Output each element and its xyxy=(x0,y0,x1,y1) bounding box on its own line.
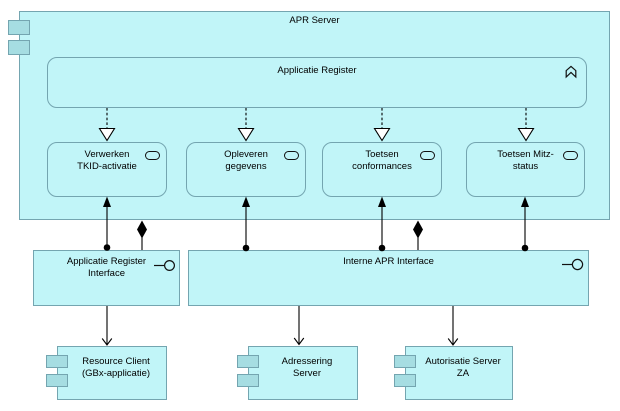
component-icon xyxy=(46,355,68,368)
node-applicatie-register-interface[interactable]: Applicatie Register Interface xyxy=(33,250,180,306)
component-icon xyxy=(46,374,68,387)
application-service-icon xyxy=(145,151,160,160)
component-label-line1: Adressering xyxy=(281,356,333,367)
composition-diamond-interne-apr-interface[interactable] xyxy=(413,220,423,251)
service-label-line1: Opleveren xyxy=(224,149,268,160)
service-label-line1: Toetsen xyxy=(365,149,399,160)
service-label-line2: gegevens xyxy=(225,161,267,172)
apr-server-label: APR Server xyxy=(289,15,340,26)
application-service-icon xyxy=(420,151,435,160)
application-service-icon xyxy=(563,151,578,160)
service-label-line2: status xyxy=(512,161,539,172)
arrow-to-autorisatie-server[interactable] xyxy=(447,306,459,346)
component-icon xyxy=(237,374,259,387)
node-verwerken-tkid-activatie[interactable]: Verwerken TKID-activatie xyxy=(47,142,167,197)
component-label-line1: Resource Client xyxy=(82,356,150,367)
node-toetsen-conformances[interactable]: Toetsen conformances xyxy=(322,142,442,197)
component-icon xyxy=(237,355,259,368)
arrow-to-adressering-server[interactable] xyxy=(293,306,305,346)
component-label-line2: (GBx-applicatie) xyxy=(81,368,151,379)
node-adressering-server[interactable]: Adressering Server xyxy=(237,346,358,400)
service-label-line2: conformances xyxy=(352,161,412,172)
application-service-icon xyxy=(284,151,299,160)
component-label-line2: ZA xyxy=(456,368,470,379)
component-icon xyxy=(394,374,416,387)
component-label-line2: Server xyxy=(293,368,321,379)
component-icon xyxy=(8,40,30,55)
component-icon xyxy=(8,20,30,35)
component-icon xyxy=(394,355,416,368)
composition-diamond-applicatie-register-interface[interactable] xyxy=(137,220,147,251)
interface-label-line1: Interne APR Interface xyxy=(343,256,434,267)
interface-icon xyxy=(154,259,176,272)
interface-label-line1: Applicatie Register xyxy=(66,256,147,267)
service-label-line1: Toetsen Mitz- xyxy=(497,149,554,160)
arrow-to-resource-client[interactable] xyxy=(101,306,113,346)
node-autorisatie-server-za[interactable]: Autorisatie Server ZA xyxy=(394,346,513,400)
application-function-icon xyxy=(565,65,577,79)
service-label-line1: Verwerken xyxy=(84,149,130,160)
node-toetsen-mitz-status[interactable]: Toetsen Mitz- status xyxy=(466,142,585,197)
node-applicatie-register[interactable]: Applicatie Register xyxy=(47,57,587,108)
node-opleveren-gegevens[interactable]: Opleveren gegevens xyxy=(186,142,306,197)
interface-label-line2: Interface xyxy=(88,268,125,279)
component-label-line1: Autorisatie Server xyxy=(425,356,501,367)
service-label-line2: TKID-activatie xyxy=(77,161,137,172)
node-interne-apr-interface[interactable]: Interne APR Interface xyxy=(188,250,589,306)
applicatie-register-label: Applicatie Register xyxy=(277,65,357,76)
node-resource-client[interactable]: Resource Client (GBx-applicatie) xyxy=(46,346,167,400)
interface-icon xyxy=(562,258,584,271)
